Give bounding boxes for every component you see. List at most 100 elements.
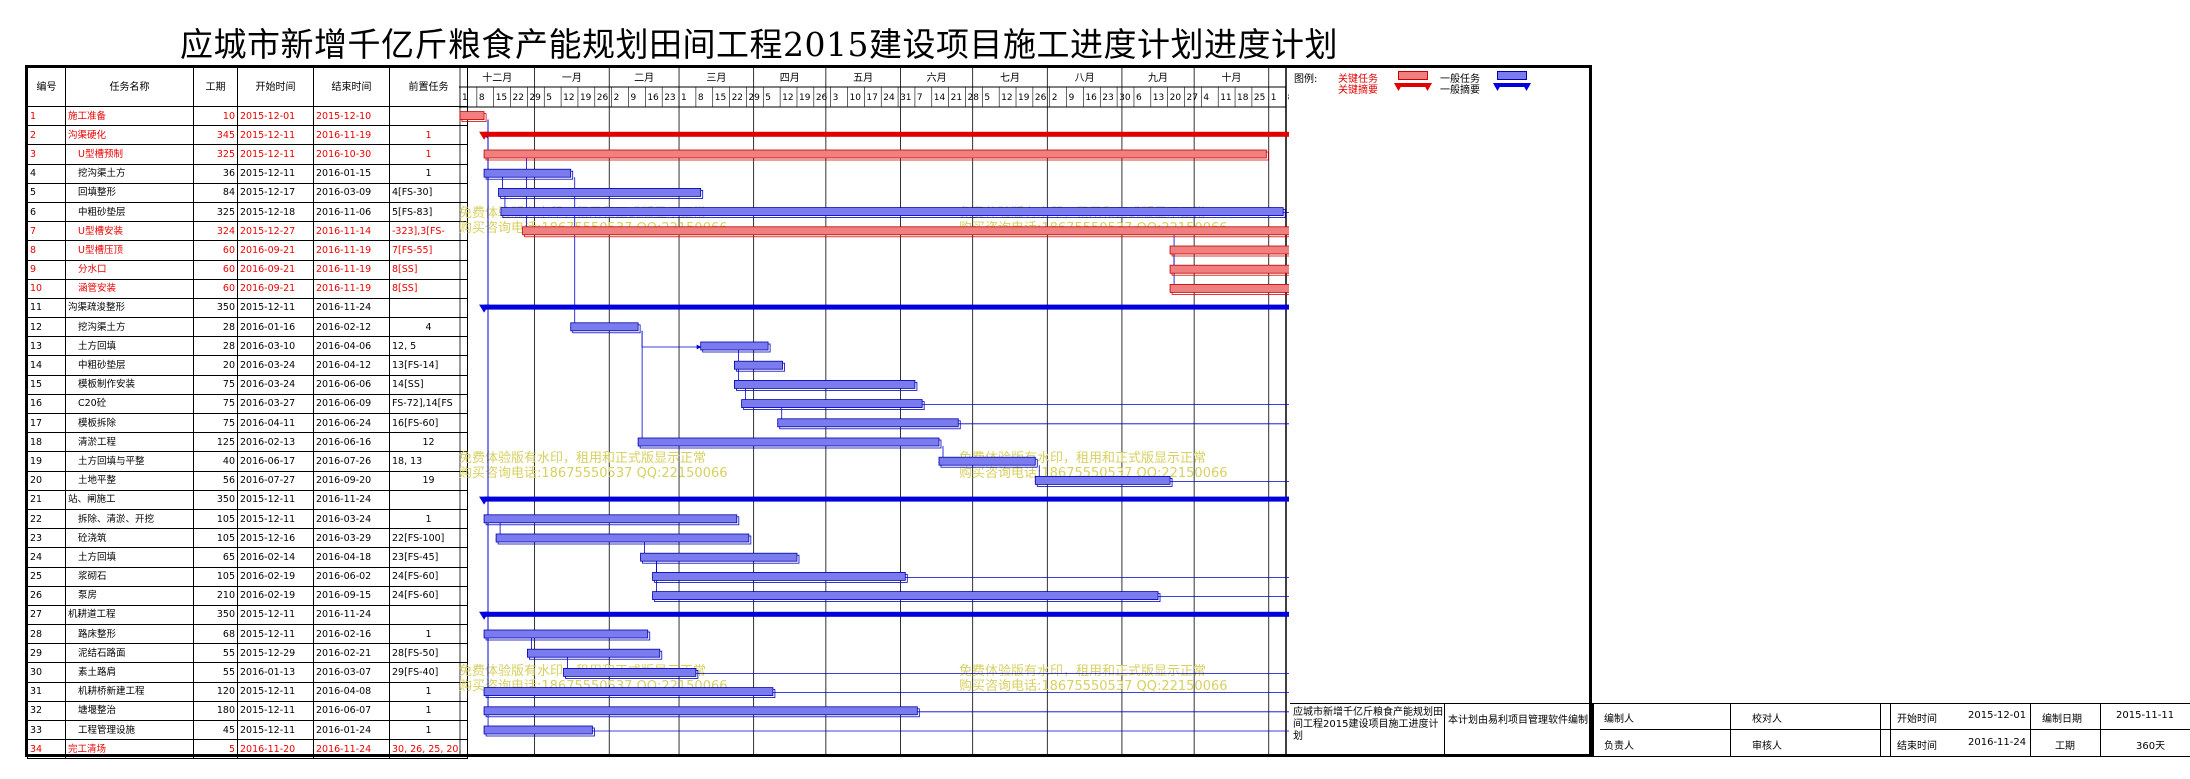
- month-label: 二月: [634, 72, 654, 84]
- task-end-cell: 2016-11-06: [313, 201, 390, 223]
- task-end-cell: 2016-11-19: [313, 259, 390, 280]
- task-name-cell: C20砼: [65, 393, 194, 415]
- col-name: 任务名称: [65, 67, 194, 107]
- task-name-cell: 完工清场: [65, 739, 194, 760]
- task-dur-cell: 120: [193, 681, 238, 702]
- task-start-cell: 2015-12-11: [237, 144, 314, 165]
- task-pred-cell: 1: [389, 624, 468, 645]
- task-dur-cell: 75: [193, 374, 238, 395]
- task-bar: [1169, 264, 1289, 274]
- day-label: 12: [563, 93, 574, 103]
- task-dur-cell: 60: [193, 278, 238, 299]
- task-dur-cell: 180: [193, 700, 238, 722]
- task-end-cell: 2016-03-07: [313, 662, 390, 683]
- reviewer-label: 审核人: [1752, 741, 1782, 752]
- task-pred-cell: 1: [389, 719, 468, 741]
- task-id-cell: 32: [27, 700, 66, 722]
- task-id-cell: 12: [27, 317, 66, 338]
- task-bar: [652, 591, 1159, 600]
- task-pred-cell: 28[FS-50]: [389, 643, 468, 664]
- day-label: 23: [664, 93, 675, 103]
- task-dur-cell: 5: [193, 739, 238, 760]
- task-end-cell: 2016-04-12: [313, 355, 390, 376]
- task-id-cell: 6: [27, 201, 66, 223]
- task-dur-cell: 75: [193, 393, 238, 415]
- task-bar: [777, 418, 959, 428]
- task-end-cell: 2016-09-15: [313, 585, 390, 606]
- task-name-cell: 清淤工程: [65, 432, 194, 453]
- day-label: 15: [715, 93, 726, 103]
- month-label: 四月: [780, 72, 800, 84]
- task-pred-cell: -323],3[FS-: [389, 221, 468, 242]
- col-pred: 前置任务: [389, 67, 468, 107]
- legend-crit-summary-swatch: [1394, 83, 1432, 91]
- task-start-cell: 2015-12-11: [237, 719, 314, 741]
- task-id-cell: 34: [27, 739, 66, 760]
- task-name-cell: 站、闸施工: [65, 489, 194, 510]
- month-label: 三月: [706, 72, 726, 84]
- task-pred-cell: 19: [389, 470, 468, 491]
- task-bar: [526, 648, 661, 658]
- day-label: 11: [1220, 93, 1231, 103]
- day-label: 1: [681, 93, 687, 103]
- day-label: 8: [1288, 93, 1289, 103]
- day-label: 3: [833, 93, 839, 103]
- task-name-cell: 素土路肩: [65, 662, 194, 683]
- task-id-cell: 16: [27, 393, 66, 415]
- task-name-cell: 路床整形: [65, 624, 194, 645]
- task-bar: [700, 341, 769, 351]
- legend-normal-summary-swatch: [1493, 83, 1531, 91]
- day-label: 19: [1018, 93, 1030, 103]
- day-label: 13: [1153, 93, 1164, 103]
- month-label: 五月: [853, 72, 873, 84]
- task-start-cell: 2015-12-18: [237, 201, 314, 223]
- watermark-text: 购买咨询电话:18675550537 QQ:22150066: [959, 678, 1228, 694]
- task-end-cell: 2016-03-09: [313, 182, 390, 203]
- month-label: 八月: [1075, 72, 1095, 84]
- watermark-text: 购买咨询电话:18675550537 QQ:22150066: [459, 465, 728, 481]
- task-name-cell: 沟渠疏浚整形: [65, 297, 194, 319]
- task-pred-cell: 1: [389, 508, 468, 530]
- task-id-cell: 7: [27, 221, 66, 242]
- editor-label: 编制人: [1604, 714, 1634, 725]
- task-end-cell: 2016-06-09: [313, 393, 390, 415]
- day-label: 1: [462, 93, 468, 103]
- task-bar: [563, 668, 697, 677]
- task-dur-cell: 325: [193, 201, 238, 223]
- month-label: 六月: [927, 72, 947, 84]
- start-label: 开始时间: [1897, 714, 1937, 725]
- day-label: 14: [934, 93, 946, 103]
- summary-bar: [484, 304, 1289, 310]
- task-dur-cell: 125: [193, 432, 238, 453]
- day-label: 30: [1119, 93, 1131, 103]
- day-label: 8: [698, 93, 704, 103]
- task-pred-cell: 14[SS]: [389, 374, 468, 395]
- task-start-cell: 2015-12-11: [237, 700, 314, 722]
- date-label: 编制日期: [2042, 714, 2082, 725]
- summary-bar: [484, 131, 1289, 137]
- day-label: 22: [513, 93, 524, 103]
- task-end-cell: 2016-02-21: [313, 643, 390, 664]
- table-header: 编号 任务名称 工期 开始时间 结束时间 前置任务: [27, 67, 468, 107]
- task-dur-cell: 55: [193, 662, 238, 683]
- dependency-link: [641, 330, 702, 350]
- task-bar: [483, 514, 738, 524]
- day-label: 24: [883, 93, 895, 103]
- task-name-cell: 拆除、清淤、开挖: [65, 508, 194, 530]
- month-label: 七月: [1000, 72, 1020, 84]
- footer-software: 本计划由易利项目管理软件编制: [1448, 715, 1588, 726]
- day-label: 21: [951, 93, 962, 103]
- task-pred-cell: 12: [389, 432, 468, 453]
- footer-project: 应城市新增千亿斤粮食产能规划田间工程2015建设项目施工进度计划: [1293, 707, 1443, 742]
- task-bar: [1169, 283, 1289, 293]
- task-start-cell: 2016-03-24: [237, 374, 314, 395]
